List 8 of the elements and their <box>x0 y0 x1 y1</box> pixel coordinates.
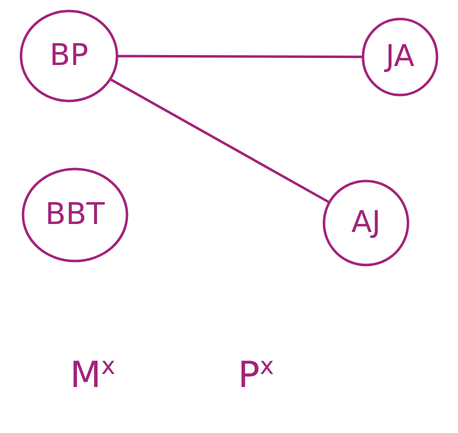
node-label: JA <box>383 42 416 72</box>
symbol-label: P$^{x}$ <box>238 352 274 396</box>
symbol-label: M$^{x}$ <box>70 352 116 396</box>
node-label: BBT <box>44 200 106 230</box>
node-label: AJ <box>350 208 382 238</box>
connector-line <box>110 78 330 204</box>
connector-line <box>118 54 362 58</box>
node-label: BP <box>48 41 90 71</box>
